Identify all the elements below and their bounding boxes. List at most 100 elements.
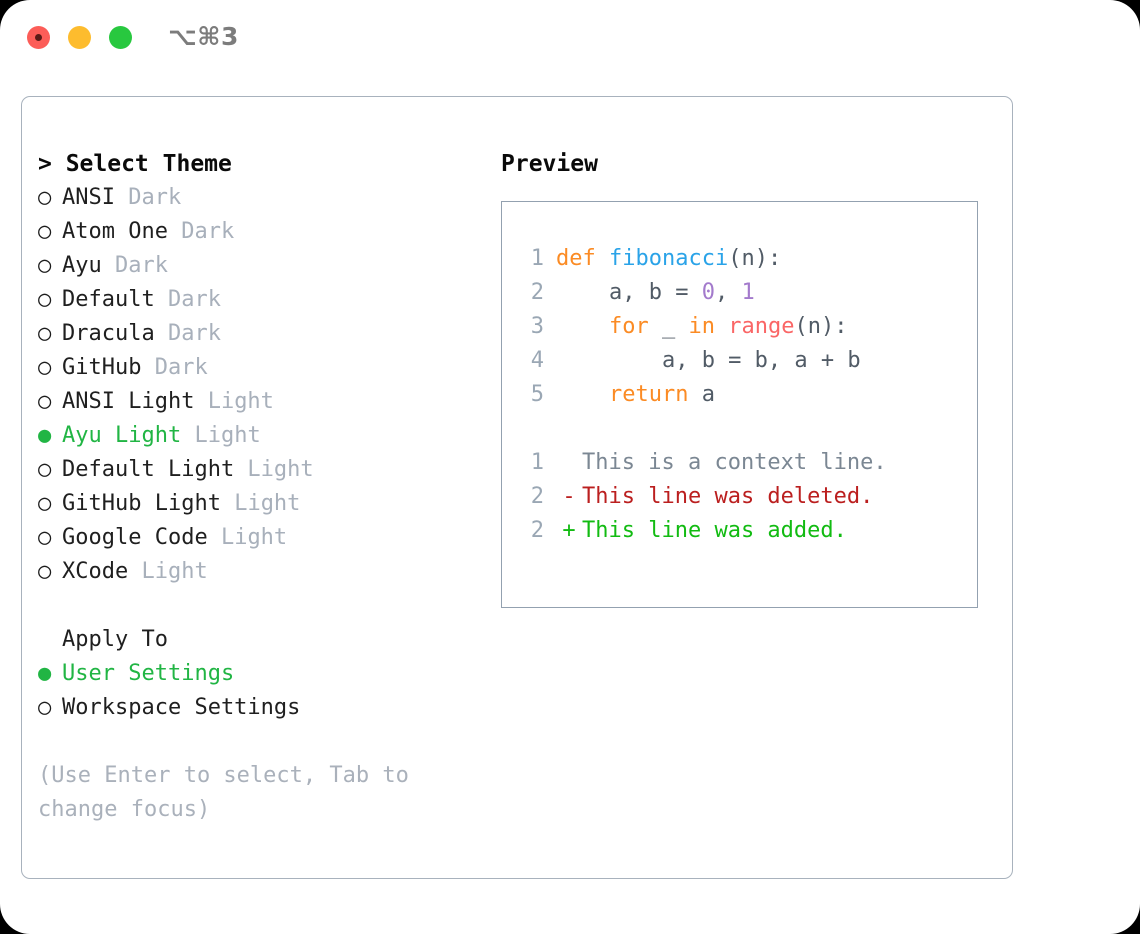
radio-unselected-icon[interactable]: ○ — [38, 253, 52, 278]
maximize-button[interactable] — [109, 26, 132, 49]
radio-unselected-icon[interactable]: ○ — [38, 355, 52, 380]
theme-option[interactable]: ○ Dracula Dark — [38, 317, 488, 351]
theme-option-variant: Dark — [141, 355, 208, 380]
apply-to-option[interactable]: ○Workspace Settings — [38, 691, 488, 725]
radio-unselected-icon[interactable]: ○ — [38, 219, 52, 244]
theme-option[interactable]: ○ XCode Light — [38, 555, 488, 589]
theme-option-variant: Dark — [114, 185, 182, 210]
code-token-kw: for — [608, 314, 649, 339]
theme-option-name: ANSI — [62, 185, 115, 210]
code-line-number: 3 — [530, 314, 544, 339]
radio-unselected-icon[interactable]: ○ — [38, 559, 52, 584]
code-token-num: 1 — [741, 280, 755, 305]
theme-option-name: Dracula — [62, 321, 155, 346]
code-line: 2 a, b = 0, 1 — [516, 276, 977, 310]
theme-option-variant: Light — [234, 457, 314, 482]
diff-marker — [556, 446, 582, 480]
theme-option[interactable]: ○Default Light Light — [38, 453, 488, 487]
radio-unselected-icon[interactable]: ○ — [38, 389, 52, 414]
radio-unselected-icon[interactable]: ○ — [38, 321, 52, 346]
theme-option[interactable]: ○ Ayu Dark — [38, 249, 488, 283]
theme-option-name: Google Code — [62, 525, 208, 550]
theme-option[interactable]: ○ANSI Light Light — [38, 385, 488, 419]
close-button[interactable] — [27, 26, 50, 49]
code-token-pl: a, b = b, a + b — [556, 348, 861, 373]
radio-selected-icon[interactable]: ● — [38, 661, 52, 686]
apply-to-label: Apply To — [62, 627, 168, 652]
radio-unselected-icon[interactable]: ○ — [38, 457, 52, 482]
code-line-number: 5 — [530, 382, 544, 407]
page-title: > Select Theme — [38, 151, 232, 177]
theme-list-column: > Select Theme ○ANSI Dark○Atom One Dark○… — [38, 147, 488, 827]
code-line-content: a, b = 0, 1 — [556, 276, 755, 310]
theme-option[interactable]: ○ GitHub Dark — [38, 351, 488, 385]
radio-unselected-icon[interactable]: ○ — [38, 525, 52, 550]
diff-line-number: 2 — [530, 518, 544, 543]
title-bar: ⌥⌘3 — [0, 0, 1140, 78]
code-line-content: def fibonacci(n): — [556, 242, 781, 276]
theme-option-variant: Dark — [154, 321, 221, 346]
minimize-button[interactable] — [68, 26, 91, 49]
code-line: 4 a, b = b, a + b — [516, 344, 977, 378]
code-token-kw: in — [688, 314, 715, 339]
code-line-content: for _ in range(n): — [556, 310, 847, 344]
code-token-pl: _ — [648, 314, 689, 339]
theme-option[interactable]: ○ ANSI Dark — [38, 181, 488, 215]
code-line-content: return a — [556, 378, 715, 412]
theme-option-variant: Light — [128, 559, 208, 584]
radio-selected-icon[interactable]: ● — [38, 423, 52, 448]
code-token-fn: fibonacci — [608, 246, 729, 271]
radio-unselected-icon[interactable]: ○ — [38, 185, 52, 210]
preview-title: Preview — [501, 151, 598, 177]
theme-option[interactable]: ○ Atom One Dark — [38, 215, 488, 249]
theme-option-variant: Dark — [101, 253, 168, 278]
code-token-pl: a — [688, 382, 715, 407]
apply-to-option[interactable]: ●User Settings — [38, 657, 488, 691]
theme-option-name: GitHub — [62, 355, 142, 380]
diff-marker: - — [562, 484, 576, 509]
theme-option[interactable]: ○GitHub Light Light — [38, 487, 488, 521]
code-token-pl: (n): — [728, 246, 782, 271]
code-line-number: 4 — [530, 348, 544, 373]
code-token-pl — [556, 382, 609, 407]
code-line-content: a, b = b, a + b — [556, 344, 861, 378]
radio-unselected-icon[interactable]: ○ — [38, 287, 52, 312]
theme-option[interactable]: ○ Google Code Light — [38, 521, 488, 555]
diff-line: 1 This is a context line. — [516, 446, 977, 480]
diff-marker: + — [562, 518, 576, 543]
theme-option-variant: Light — [220, 491, 301, 516]
diff-line-text: This line was deleted. — [582, 484, 874, 509]
theme-list[interactable]: ○ANSI Dark○Atom One Dark○Ayu Dark○Defaul… — [38, 181, 488, 589]
theme-picker-panel: > Select Theme ○ANSI Dark○Atom One Dark○… — [21, 96, 1013, 879]
theme-option-name: XCode — [62, 559, 129, 584]
code-diff-spacer — [516, 412, 977, 446]
code-token-kw: return — [608, 382, 689, 407]
spacer — [38, 589, 488, 623]
diff-line-text: This line was added. — [582, 518, 847, 543]
radio-unselected-icon[interactable]: ○ — [38, 695, 52, 720]
apply-to-list[interactable]: ●User Settings○Workspace Settings — [38, 657, 488, 725]
radio-unselected-icon[interactable]: ○ — [38, 491, 52, 516]
window-controls — [27, 26, 132, 49]
diff-line-number: 2 — [530, 484, 544, 509]
keyboard-shortcut-label: ⌥⌘3 — [168, 22, 239, 51]
diff-line-number: 1 — [530, 450, 544, 475]
theme-option-name: Ayu — [62, 253, 102, 278]
theme-option-variant: Light — [207, 525, 288, 550]
code-line-number: 2 — [530, 280, 544, 305]
code-token-num: 0 — [701, 280, 715, 305]
theme-option[interactable]: ○Default Dark — [38, 283, 488, 317]
theme-option[interactable]: ●Ayu Light Light — [38, 419, 488, 453]
diff-line: 2-This line was deleted. — [516, 480, 977, 514]
theme-option-variant: Dark — [167, 219, 235, 244]
code-token-pl: , — [714, 280, 742, 305]
theme-option-variant: Dark — [154, 287, 221, 312]
code-line: 5 return a — [516, 378, 977, 412]
theme-option-name: Atom One — [62, 219, 168, 244]
code-token-pl — [715, 314, 728, 339]
code-line: 3 for _ in range(n): — [516, 310, 977, 344]
